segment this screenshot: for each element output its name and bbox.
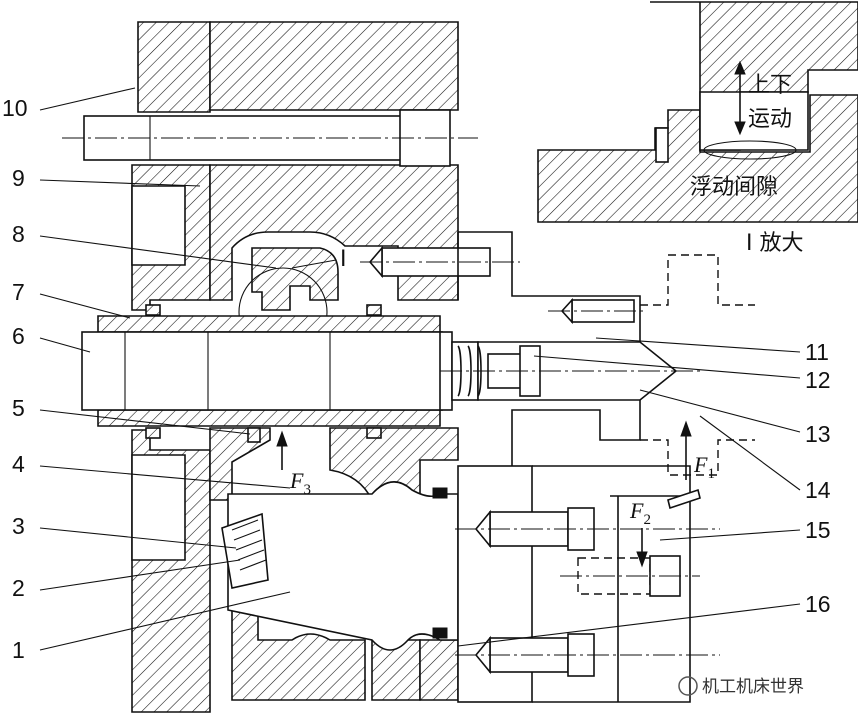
clamp-block-15-16 (432, 465, 720, 703)
label-9: 9 (12, 165, 25, 191)
plunger-1 (221, 481, 459, 651)
label-13: 13 (805, 421, 831, 447)
shaft-6 (81, 331, 443, 411)
motion-text-line2: 运动 (748, 107, 792, 132)
watermark-text: 机工机床世界 (702, 677, 804, 697)
detail-I-enlarged (537, 1, 858, 223)
detail-marker-I: Ⅰ (340, 247, 347, 272)
label-15: 15 (805, 517, 831, 543)
watermark: 机工机床世界 (678, 676, 804, 697)
bolt-10 (62, 109, 478, 167)
left-recess (131, 185, 186, 561)
detail-caption: Ⅰ 放大 (746, 231, 803, 256)
force-label-f3: F3 (289, 468, 311, 498)
label-5: 5 (12, 395, 25, 421)
label-1: 1 (12, 637, 25, 663)
sleeve-7 (97, 315, 441, 427)
leader-lines (39, 87, 801, 651)
wechat-icon (678, 676, 698, 696)
force-arrows (276, 420, 692, 568)
seal-rings (145, 304, 382, 443)
ejector-assembly (439, 231, 755, 476)
label-4: 4 (12, 451, 25, 477)
label-3: 3 (12, 513, 25, 539)
label-7: 7 (12, 279, 25, 305)
motion-text-line1: 上下 (748, 73, 792, 98)
label-8: 8 (12, 221, 25, 247)
label-16: 16 (805, 591, 831, 617)
side-screw (360, 245, 520, 279)
label-6: 6 (12, 323, 25, 349)
label-14: 14 (805, 477, 831, 503)
label-10: 10 (2, 95, 28, 121)
label-11: 11 (805, 339, 829, 365)
gap-label: 浮动间隙 (690, 175, 778, 200)
label-2: 2 (12, 575, 25, 601)
force-label-f2: F2 (629, 498, 651, 528)
label-12: 12 (805, 367, 831, 393)
force-label-f1: F1 (693, 452, 715, 482)
